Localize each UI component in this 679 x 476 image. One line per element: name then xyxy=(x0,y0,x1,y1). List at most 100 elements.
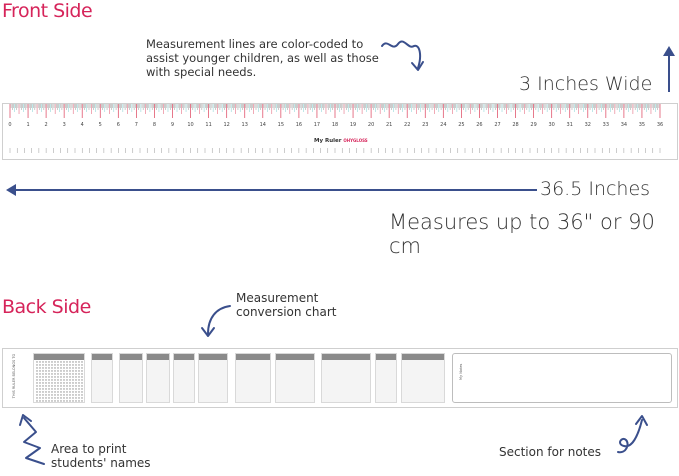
back-side-title: Back Side xyxy=(2,296,91,318)
ruler-inch-label: 11 xyxy=(205,122,211,128)
grid-dot xyxy=(63,364,65,366)
grid-dot xyxy=(81,400,83,402)
grid-dot xyxy=(66,361,68,363)
grid-dot xyxy=(75,391,77,393)
notes-note: Section for notes xyxy=(499,445,601,459)
grid-dot xyxy=(63,373,65,375)
grid-dot xyxy=(66,364,68,366)
grid-dot xyxy=(36,388,38,390)
grid-dot xyxy=(42,385,44,387)
grid-dot xyxy=(81,373,83,375)
grid-dot xyxy=(54,370,56,372)
grid-dot xyxy=(66,400,68,402)
grid-dot xyxy=(66,394,68,396)
grid-dot xyxy=(60,382,62,384)
grid-dot xyxy=(78,373,80,375)
grid-dot xyxy=(72,397,74,399)
grid-dot xyxy=(75,361,77,363)
grid-dot xyxy=(66,370,68,372)
grid-dot xyxy=(69,400,71,402)
grid-dot xyxy=(39,364,41,366)
grid-dot xyxy=(36,361,38,363)
grid-dot xyxy=(66,382,68,384)
chart-block-header xyxy=(376,354,396,360)
grid-dot xyxy=(45,373,47,375)
names-note: Area to print students' names xyxy=(51,442,151,470)
grid-dot xyxy=(75,376,77,378)
back-ruler: THIS RULER BELONGS TO My Notes xyxy=(2,348,678,408)
chart-block-10 xyxy=(401,353,445,403)
grid-dot xyxy=(57,382,59,384)
notes-box[interactable]: My Notes xyxy=(452,353,672,403)
grid-dot xyxy=(78,385,80,387)
grid-dot xyxy=(48,400,50,402)
ruler-inch-label: 34 xyxy=(621,122,627,128)
grid-dot xyxy=(51,361,53,363)
grid-dot xyxy=(51,394,53,396)
dot-grid xyxy=(36,361,83,402)
grid-dot xyxy=(75,394,77,396)
grid-dot xyxy=(51,373,53,375)
names-strip-label: THIS RULER BELONGS TO xyxy=(12,353,16,399)
grid-dot xyxy=(75,367,77,369)
grid-dot xyxy=(66,397,68,399)
chart-block-header xyxy=(276,354,314,360)
ruler-inch-label: 8 xyxy=(153,122,156,128)
grid-dot xyxy=(78,391,80,393)
ruler-inch-label: 2 xyxy=(45,122,48,128)
grid-dot xyxy=(42,373,44,375)
grid-dot xyxy=(75,364,77,366)
grid-block-header xyxy=(34,354,84,360)
curved-arrow-icon xyxy=(201,305,231,337)
ruler-inch-label: 29 xyxy=(530,122,536,128)
ruler-inch-label: 16 xyxy=(296,122,302,128)
grid-dot xyxy=(57,364,59,366)
grid-dot xyxy=(75,388,77,390)
grid-dot xyxy=(54,361,56,363)
grid-dot xyxy=(69,373,71,375)
grid-dot xyxy=(54,388,56,390)
grid-dot xyxy=(57,376,59,378)
width-label: 3 Inches Wide xyxy=(519,73,653,95)
chart-block-3 xyxy=(146,353,170,403)
measurement-note: Measurement lines are color-coded to ass… xyxy=(146,37,379,79)
ruler-inch-label: 23 xyxy=(422,122,428,128)
ruler-inch-label: 14 xyxy=(260,122,266,128)
grid-dot xyxy=(72,370,74,372)
grid-dot xyxy=(78,382,80,384)
grid-dot xyxy=(81,379,83,381)
grid-dot xyxy=(36,370,38,372)
grid-dot xyxy=(45,364,47,366)
chart-block-8 xyxy=(321,353,371,403)
grid-dot xyxy=(66,385,68,387)
ruler-inch-label: 3 xyxy=(63,122,66,128)
grid-dot xyxy=(36,391,38,393)
grid-dot xyxy=(72,400,74,402)
grid-dot xyxy=(60,391,62,393)
ruler-inch-label: 12 xyxy=(223,122,229,128)
grid-dot xyxy=(36,382,38,384)
grid-dot xyxy=(45,397,47,399)
grid-dot xyxy=(78,367,80,369)
grid-dot xyxy=(60,361,62,363)
grid-dot xyxy=(78,394,80,396)
chart-block-7 xyxy=(275,353,315,403)
grid-dot xyxy=(63,361,65,363)
grid-dot xyxy=(57,373,59,375)
grid-dot xyxy=(81,397,83,399)
grid-dot xyxy=(45,391,47,393)
grid-dot xyxy=(60,394,62,396)
grid-dot xyxy=(48,379,50,381)
grid-dot xyxy=(39,382,41,384)
ruler-inch-label: 10 xyxy=(187,122,193,128)
notes-box-label: My Notes xyxy=(459,363,463,380)
grid-dot xyxy=(72,379,74,381)
grid-dot xyxy=(51,391,53,393)
grid-dot xyxy=(57,361,59,363)
up-arrow-icon xyxy=(663,46,675,92)
chart-block-5 xyxy=(198,353,228,403)
grid-dot xyxy=(54,376,56,378)
ruler-inch-label: 27 xyxy=(494,122,500,128)
grid-dot xyxy=(72,385,74,387)
